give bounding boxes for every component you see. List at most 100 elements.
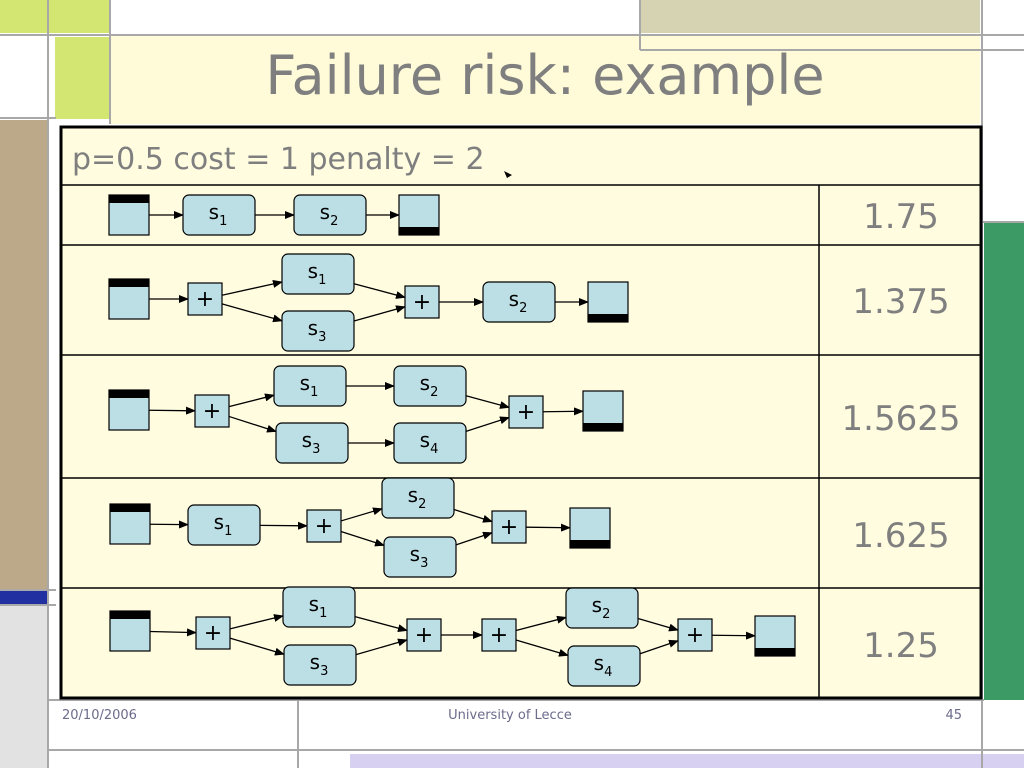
- risk-value: 1.25: [863, 626, 939, 666]
- footer-date: 20/10/2006: [62, 708, 137, 723]
- gateway-label: +: [315, 514, 333, 539]
- service-label: s3: [310, 650, 329, 679]
- gateway-label: +: [415, 623, 433, 648]
- flow-arrow: [353, 283, 406, 299]
- slide-title: Failure risk: example: [265, 44, 825, 107]
- risk-value: 1.375: [852, 282, 949, 322]
- parameters-label: p=0.5 cost = 1 penalty = 2: [72, 142, 485, 177]
- workflow-row: s1 + s2 s3 +1.625: [109, 477, 950, 578]
- flow-arrow: [465, 395, 510, 409]
- risk-value: 1.5625: [842, 399, 961, 439]
- flow-arrow: [340, 507, 383, 522]
- gateway-label: +: [203, 399, 221, 424]
- risk-value: 1.625: [852, 516, 949, 556]
- service-node: s3: [383, 536, 457, 578]
- flow-arrow: [149, 628, 197, 637]
- parallel-gateway: +: [187, 282, 223, 316]
- end-node: [582, 390, 624, 432]
- end-node: [569, 507, 611, 549]
- service-label: s3: [410, 542, 429, 571]
- flow-arrow: [542, 407, 584, 416]
- service-node: s3: [283, 644, 357, 686]
- flow-arrow: [229, 637, 285, 656]
- flow-arrow: [355, 638, 408, 656]
- service-node: s2: [482, 281, 556, 323]
- deco-blue-strip: [0, 590, 48, 605]
- service-node: s2: [381, 477, 455, 519]
- start-node: [108, 278, 150, 320]
- flow-arrow: [221, 280, 283, 296]
- parallel-gateway: +: [404, 285, 440, 319]
- service-label: s2: [408, 483, 427, 512]
- flow-arrow: [221, 303, 283, 323]
- service-node: s4: [567, 645, 641, 687]
- parallel-gateway: +: [481, 618, 517, 652]
- end-node: [754, 615, 796, 657]
- service-label: s2: [320, 200, 339, 229]
- start-node: [109, 610, 151, 652]
- flow-arrow: [515, 639, 569, 657]
- flow-arrow: [711, 631, 756, 640]
- service-label: s1: [300, 371, 319, 400]
- flow-arrow: [515, 615, 567, 632]
- deco-olive-block: [640, 0, 980, 33]
- flow-arrow: [453, 508, 493, 523]
- flow-arrow: [340, 530, 385, 547]
- gateway-label: +: [204, 621, 222, 646]
- service-label: s1: [214, 510, 233, 539]
- service-node: s2: [293, 194, 367, 236]
- workflow-row: + s1 s3 + + s2 s4 +1.25: [109, 586, 939, 687]
- flow-arrow: [465, 416, 510, 432]
- gateway-label: +: [500, 515, 518, 540]
- service-label: s3: [302, 428, 321, 457]
- flow-arrow: [637, 617, 679, 632]
- workflow-row: + s1 s2 s3 s4 +1.5625: [108, 365, 961, 464]
- service-node: s1: [282, 586, 356, 628]
- flow-arrow: [525, 523, 571, 532]
- parallel-gateway: +: [195, 616, 231, 650]
- flow-arrow: [455, 531, 493, 546]
- service-label: s4: [594, 651, 613, 680]
- service-node: s1: [281, 253, 355, 295]
- service-label: s4: [420, 428, 439, 457]
- service-node: s3: [275, 422, 349, 464]
- deco-lavender-strip: [350, 754, 1024, 768]
- service-label: s2: [420, 371, 439, 400]
- start-node: [108, 194, 150, 236]
- deco-green-block-top: [0, 0, 110, 33]
- service-node: s1: [187, 504, 261, 546]
- gateway-label: +: [196, 287, 214, 312]
- flow-arrow: [228, 415, 277, 433]
- flow-arrow: [148, 406, 196, 415]
- deco-gray-block: [0, 605, 48, 768]
- footer-page-number: 45: [945, 708, 962, 723]
- deco-tan-strip: [0, 120, 48, 590]
- parallel-gateway: +: [406, 618, 442, 652]
- service-node: s2: [565, 587, 639, 629]
- gateway-label: +: [686, 623, 704, 648]
- deco-green-block: [55, 37, 110, 119]
- mouse-cursor: [504, 171, 512, 178]
- parallel-gateway: +: [491, 510, 527, 544]
- end-node: [398, 194, 440, 236]
- parallel-gateway: +: [306, 509, 342, 543]
- flow-arrow: [229, 614, 284, 630]
- service-node: s1: [273, 365, 347, 407]
- start-node: [109, 503, 151, 545]
- parallel-gateway: +: [194, 394, 230, 428]
- service-node: s3: [281, 310, 355, 352]
- start-node: [108, 389, 150, 431]
- workflow-row: + s1 s3 + s2 1.375: [108, 253, 950, 352]
- table-grid: [59, 125, 983, 700]
- service-node: s4: [393, 422, 467, 464]
- service-label: s2: [592, 593, 611, 622]
- service-node: s1: [182, 194, 256, 236]
- end-node: [587, 281, 629, 323]
- service-node: s2: [393, 365, 467, 407]
- service-label: s2: [509, 287, 528, 316]
- flow-arrow: [228, 393, 275, 408]
- gateway-label: +: [517, 400, 535, 425]
